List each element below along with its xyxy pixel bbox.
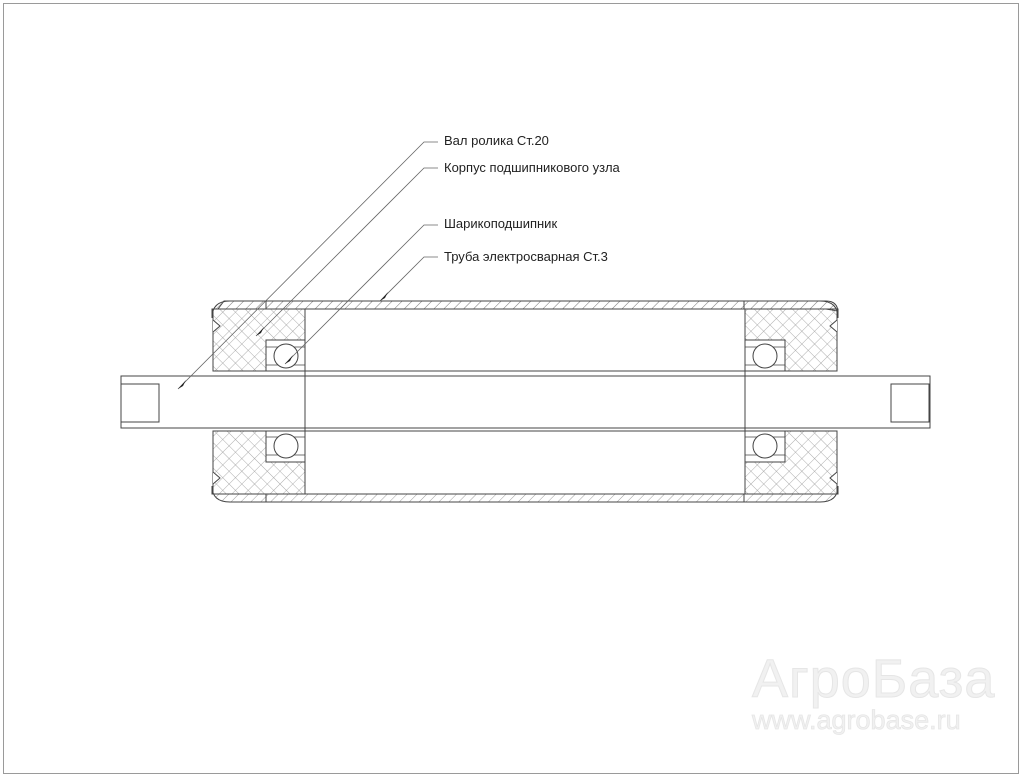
- label-bearing-housing: Корпус подшипникового узла: [444, 160, 620, 175]
- label-ball-bearing: Шарикоподшипник: [444, 216, 558, 231]
- label-tube: Труба электросварная Ст.3: [444, 249, 608, 264]
- label-shaft: Вал ролика Ст.20: [444, 133, 549, 148]
- leader-lines: [177, 141, 438, 390]
- left-bearings: [265, 339, 306, 463]
- drawing-frame: [3, 3, 1019, 774]
- watermark-title: АгроБаза: [751, 649, 996, 710]
- watermark-url: www.agrobase.ru: [752, 705, 961, 736]
- right-bearings: [744, 339, 786, 463]
- shaft: [120, 309, 931, 494]
- leader-arrowheads: [178, 292, 388, 389]
